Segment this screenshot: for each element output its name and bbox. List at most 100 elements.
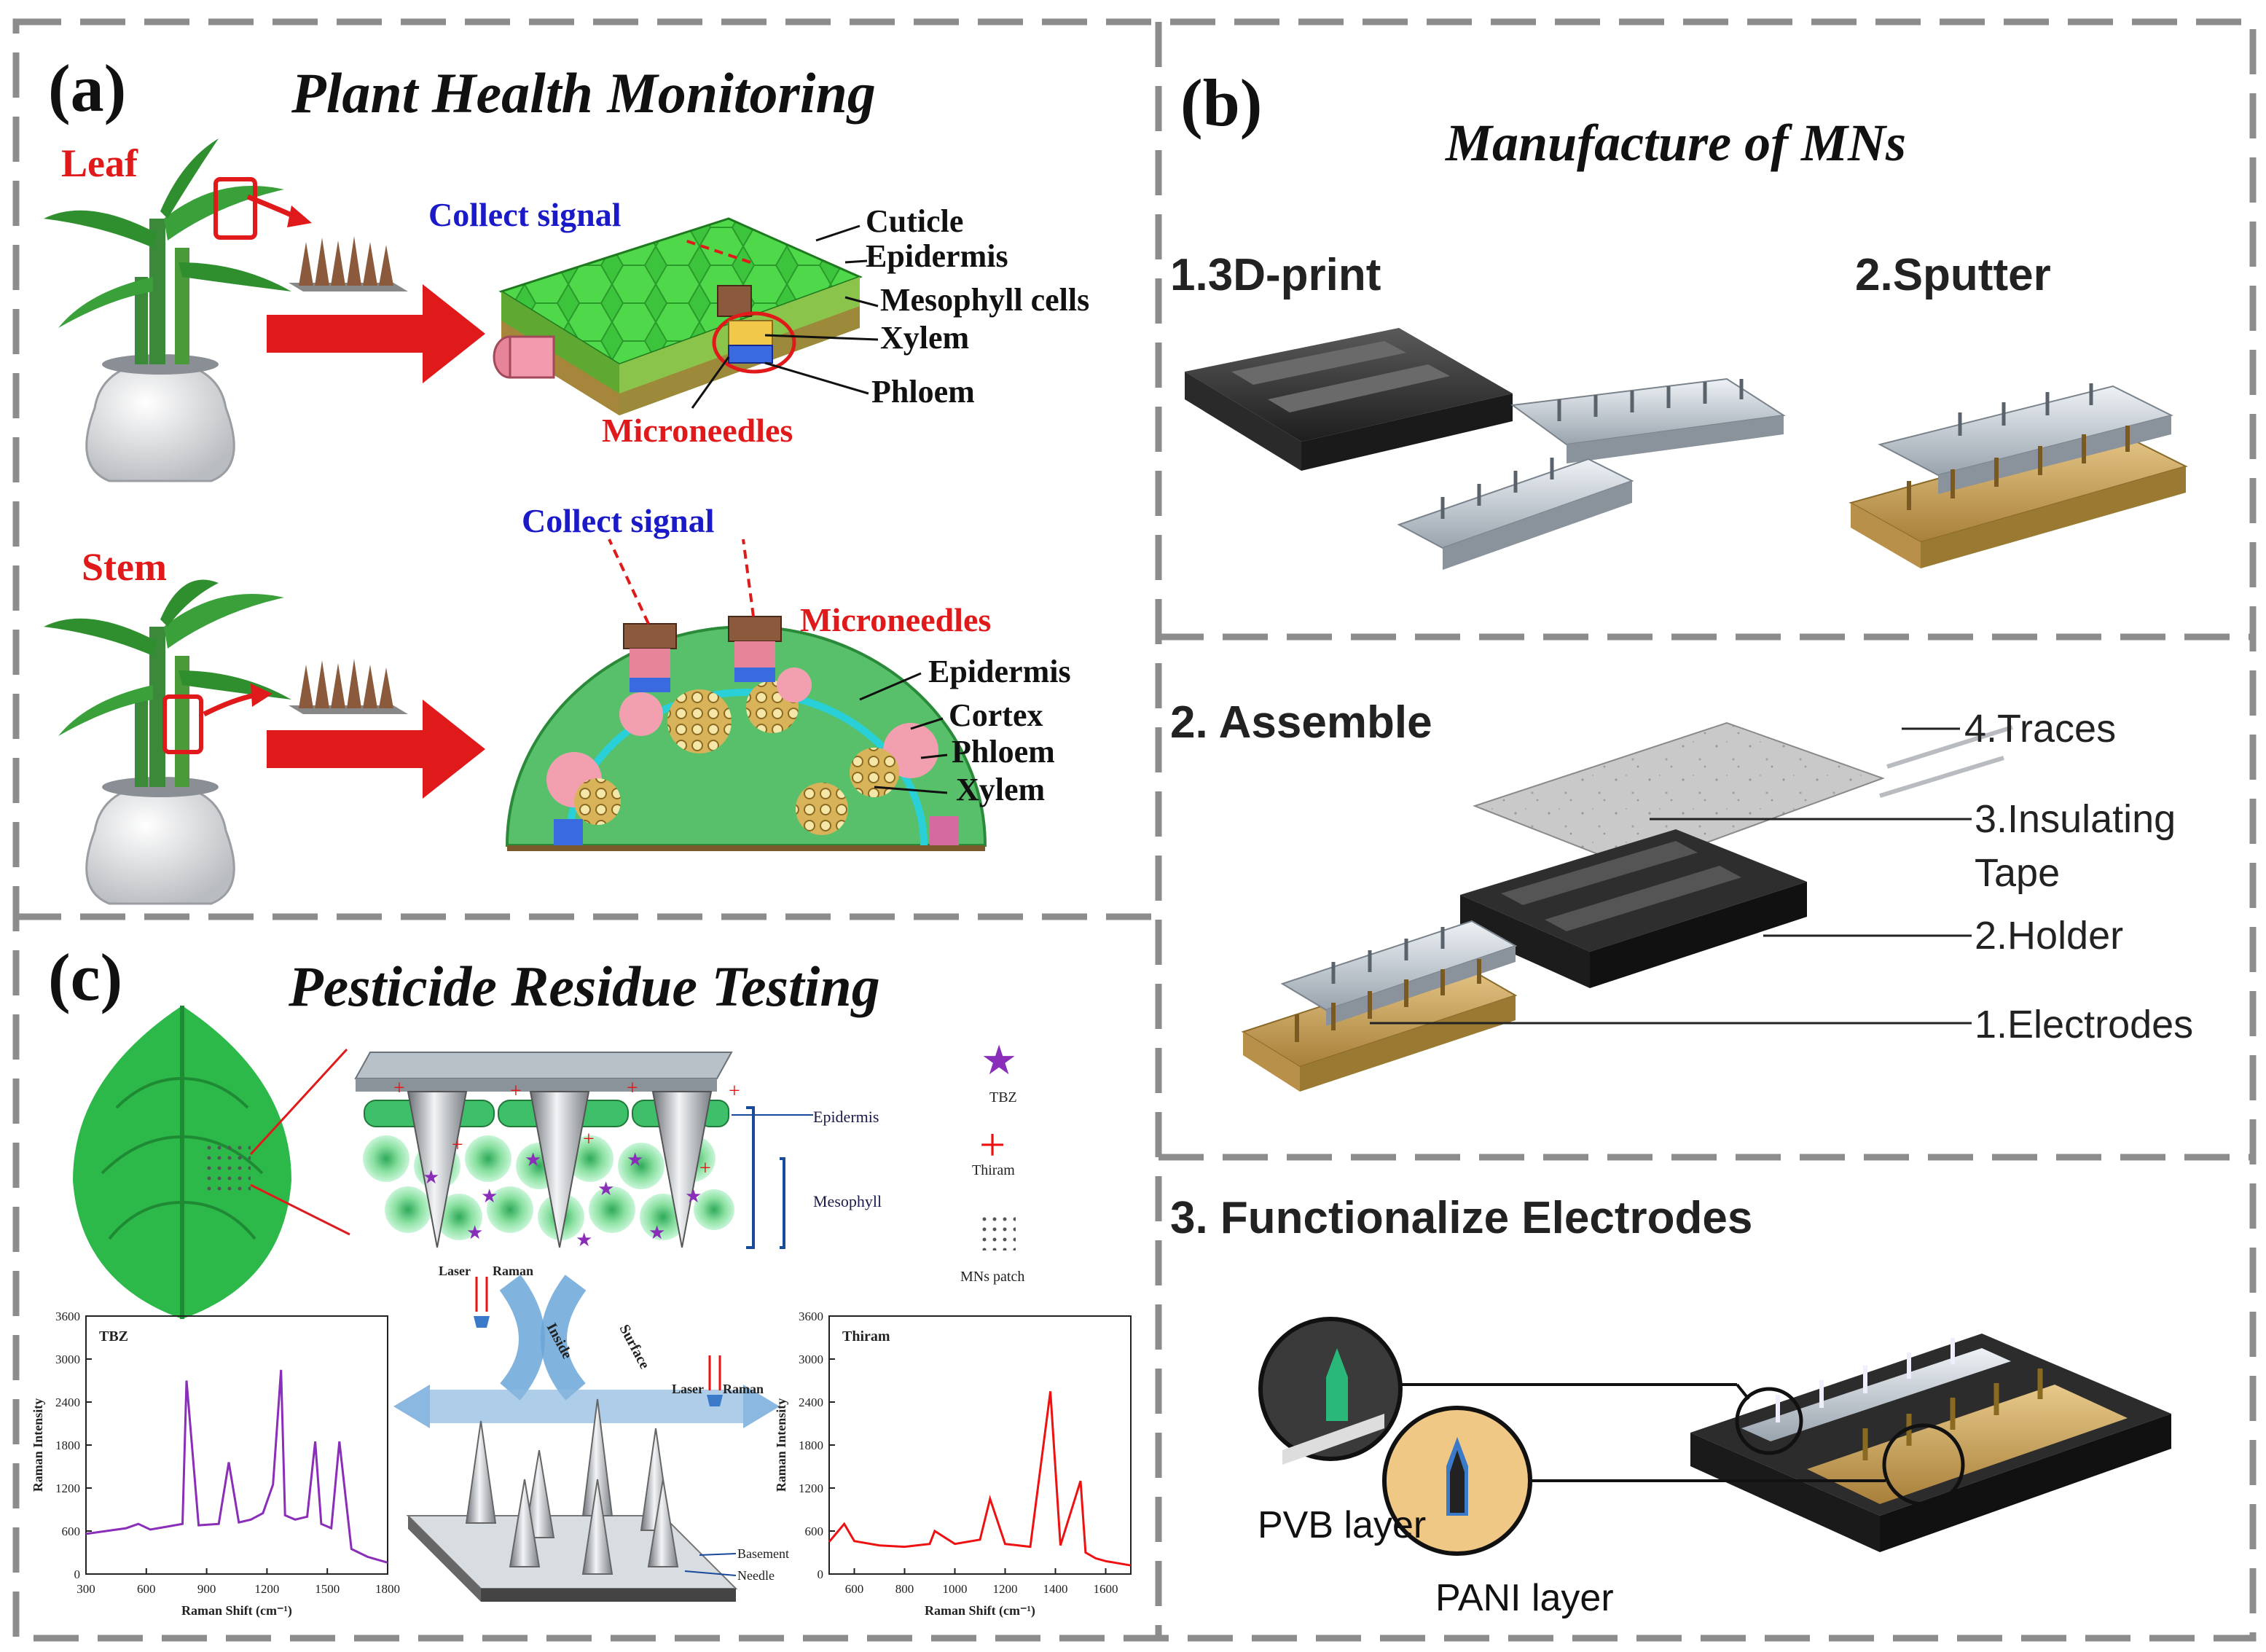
panel-c: (c) Pesticide Residue Testing <box>31 940 1132 1618</box>
svg-text:+: + <box>583 1128 595 1151</box>
panel-c-letter: (c) <box>48 940 122 1014</box>
raman-laser-2: Laser <box>672 1382 704 1396</box>
thiram-chart-xtick-label: 1400 <box>1043 1582 1068 1596</box>
stem-layer-xylem: Xylem <box>956 772 1045 807</box>
tbz-chart-xtick-label: 1800 <box>375 1582 400 1596</box>
svg-text:+: + <box>627 1077 638 1100</box>
stem-arrow <box>203 692 256 717</box>
svg-text:★: ★ <box>423 1167 439 1188</box>
panel-b-letter: (b) <box>1180 66 1262 140</box>
tbz-chart-xtick-label: 1200 <box>254 1582 279 1596</box>
label-pani-layer: PANI layer <box>1435 1577 1614 1619</box>
svg-text:★: ★ <box>481 1186 498 1207</box>
label-pvb-layer: PVB layer <box>1258 1504 1426 1546</box>
thiram-chart-ytick-label: 600 <box>805 1524 824 1538</box>
tbz-chart-ytick-label: 600 <box>62 1524 81 1538</box>
label-insulating: 3.Insulating <box>1975 797 2176 841</box>
thiram-chart-spectrum-line <box>828 1391 1132 1567</box>
svg-text:★: ★ <box>597 1178 614 1199</box>
svg-text:★: ★ <box>627 1149 643 1170</box>
tbz-chart-ytick-label: 0 <box>74 1567 81 1581</box>
thiram-chart-xlabel: Raman Shift (cm⁻¹) <box>925 1603 1035 1618</box>
pani-zoom-circle <box>1382 1406 1886 1556</box>
stem-big-arrow <box>267 700 485 799</box>
tbz-chart-plot-frame <box>85 1315 388 1575</box>
legend-tbz-star-icon: ★ <box>981 1038 1017 1084</box>
step-functionalize: 3. Functionalize Electrodes <box>1170 1193 1752 1243</box>
stem-cross-section <box>505 625 987 851</box>
assemble-leader-lines <box>1370 727 1972 1025</box>
svg-text:★: ★ <box>525 1149 541 1170</box>
svg-text:★: ★ <box>576 1229 592 1250</box>
leaf-plant-illustration <box>44 138 291 482</box>
label-surface: Surface <box>616 1322 653 1371</box>
leaf-mn-patch-icon <box>289 236 408 291</box>
tbz-chart-ytick-label: 1800 <box>55 1438 80 1452</box>
stem-plant-illustration <box>44 579 291 905</box>
printed-electrode-bar-1 <box>1510 377 1786 463</box>
legend-thiram-plus-icon: + <box>979 1119 1005 1170</box>
raman-sampling-diagram <box>393 1275 780 1602</box>
tbz-chart-xtick-label: 900 <box>197 1582 216 1596</box>
svg-text:+: + <box>452 1134 463 1156</box>
stem-layer-cortex: Cortex <box>949 697 1043 733</box>
panel-b: (b) Manufacture of MNs 1.3D-print 2.Sput… <box>1170 66 2193 1619</box>
label-basement: Basement <box>737 1546 789 1561</box>
tbz-chart-ytick-label: 3000 <box>55 1352 80 1366</box>
panel-c-title: Pesticide Residue Testing <box>288 955 880 1018</box>
label-needle: Needle <box>737 1568 775 1583</box>
legend-tbz: TBZ <box>989 1089 1017 1105</box>
stem-layer-epidermis: Epidermis <box>928 654 1071 689</box>
svg-text:★: ★ <box>466 1222 483 1243</box>
step-assemble: 2. Assemble <box>1170 697 1432 748</box>
tbz-chart-xtick-label: 600 <box>137 1582 156 1596</box>
leaf-microneedles-label: Microneedles <box>602 412 793 449</box>
assemble-electrodes <box>1241 920 1518 1092</box>
leaf-collect-signal: Collect signal <box>428 196 621 233</box>
svg-text:+: + <box>729 1080 740 1103</box>
label-electrodes: 1.Electrodes <box>1975 1003 2193 1046</box>
label-traces: 4.Traces <box>1964 707 2116 751</box>
thiram-chart-ytick-label: 3000 <box>799 1352 823 1366</box>
leaf-layer-xylem: Xylem <box>880 320 969 356</box>
thiram-chart-ylabel: Raman Intensity <box>774 1398 788 1492</box>
thiram-chart-xtick-label: 1200 <box>993 1582 1018 1596</box>
leaf-big-arrow <box>267 284 485 383</box>
holder-block <box>1460 829 1807 988</box>
label-tape: Tape <box>1975 851 2060 895</box>
stem-mn-patch-icon <box>289 659 408 714</box>
panel-borders <box>12 18 2257 1642</box>
tbz-chart-ytick-label: 2400 <box>55 1395 80 1409</box>
step-sputter: 2.Sputter <box>1855 250 2051 300</box>
thiram-chart-xtick-label: 800 <box>895 1582 914 1596</box>
tbz-chart-xtick-label: 300 <box>77 1582 95 1596</box>
printed-holder-illustration <box>1185 328 1513 471</box>
leaf-curved-arrowhead <box>287 205 312 227</box>
thiram-chart-ytick-label: 2400 <box>799 1395 823 1409</box>
tbz-chart-ytick-label: 3600 <box>55 1310 80 1323</box>
raman-laser-1: Laser <box>439 1264 471 1278</box>
leaf-layer-phloem: Phloem <box>871 374 975 410</box>
mn-penetration-schematic: ★★★ ★★★ ★★★ ++++ +++ <box>354 1052 813 1250</box>
tbz-chart-ytick-label: 1200 <box>55 1481 80 1495</box>
label-epidermis-c: Epidermis <box>813 1108 879 1126</box>
leaf-label: Leaf <box>61 141 138 185</box>
printed-electrode-bar-2 <box>1397 458 1634 570</box>
tbz-chart-ylabel: Raman Intensity <box>31 1398 45 1492</box>
svg-text:+: + <box>699 1157 711 1180</box>
trace-lines <box>1879 725 2013 798</box>
raman-raman-2: Raman <box>723 1382 764 1396</box>
stem-label: Stem <box>82 545 167 589</box>
panel-a: (a) Plant Health Monitoring Leaf <box>44 51 1089 905</box>
pvb-zoom-circle <box>1258 1317 1750 1465</box>
panel-c-legend: ★ TBZ + Thiram MNs patch <box>960 1038 1024 1285</box>
svg-text:★: ★ <box>648 1222 665 1243</box>
thiram-chart-xtick-label: 1000 <box>943 1582 968 1596</box>
tbz-chart-xtick-label: 1500 <box>315 1582 340 1596</box>
stem-collect-signal: Collect signal <box>522 502 714 539</box>
step-3d-print: 1.3D-print <box>1170 250 1381 300</box>
thiram-chart-ytick-label: 0 <box>818 1567 824 1581</box>
thiram-chart-ytick-label: 1200 <box>799 1481 823 1495</box>
